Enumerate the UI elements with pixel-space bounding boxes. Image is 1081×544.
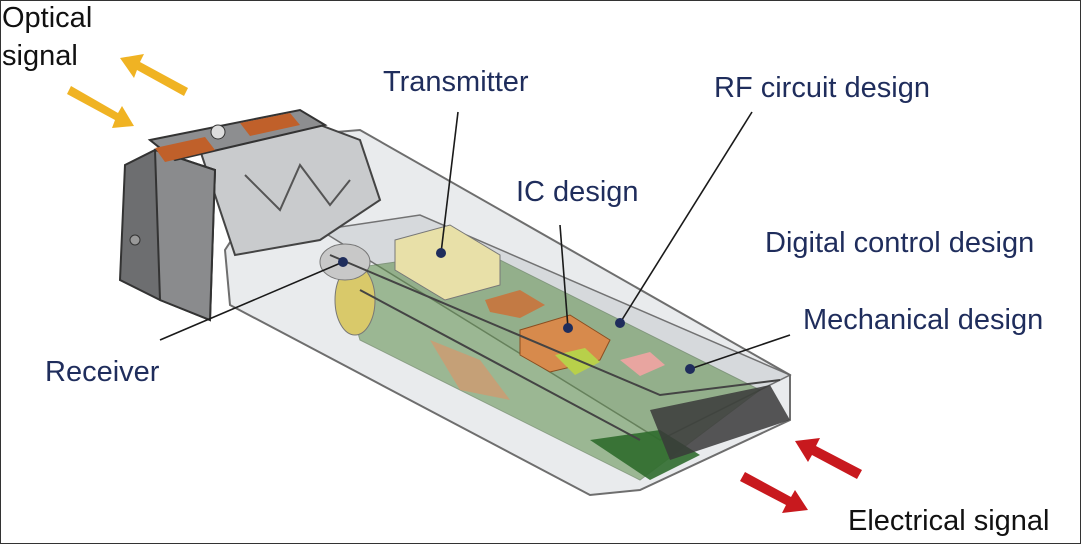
transmitter-label: Transmitter xyxy=(383,66,529,98)
optical-signal-label-line1: Optical xyxy=(2,2,93,34)
rf-circuit-marker xyxy=(615,318,625,328)
optical-signal-label-line2: signal xyxy=(2,40,78,72)
module-body xyxy=(118,108,792,497)
leader-lines xyxy=(159,111,791,370)
digital-control-design-label: Digital control design xyxy=(765,227,1035,259)
electrical-signal-label: Electrical signal xyxy=(848,505,1050,537)
receiver-label: Receiver xyxy=(45,356,160,388)
optical-out-arrow-icon xyxy=(120,54,188,96)
ic-design-marker xyxy=(563,323,573,333)
optical-in-arrow-icon xyxy=(67,86,134,128)
electrical-out-arrow-icon xyxy=(740,472,808,513)
transmitter-marker xyxy=(436,248,446,258)
receiver-marker xyxy=(338,257,348,267)
ic-design-label: IC design xyxy=(516,176,639,208)
mechanical-marker xyxy=(685,364,695,374)
mechanical-design-label: Mechanical design xyxy=(803,304,1044,336)
electrical-in-arrow-icon xyxy=(795,438,862,479)
rf-circuit-design-label: RF circuit design xyxy=(714,72,930,104)
